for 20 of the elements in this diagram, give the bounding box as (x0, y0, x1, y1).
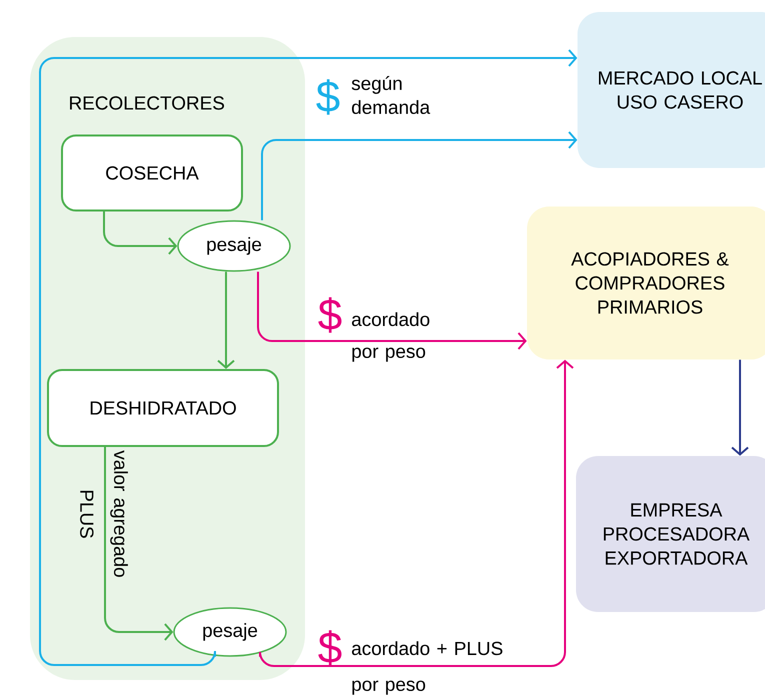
arrow (257, 272, 527, 350)
process-box: COSECHA (61, 134, 243, 212)
edge-label: según demanda (352, 76, 430, 114)
currency-sign: $ (316, 79, 340, 115)
destination-box: ACOPIADORES & COMPRADORES PRIMARIOS (527, 206, 765, 360)
arrow (104, 447, 174, 641)
edge-label: acordado + PLUS por peso (352, 641, 502, 695)
destination-box: EMPRESA PROCESADORA EXPORTADORA (576, 456, 765, 612)
currency-sign: $ (318, 630, 342, 666)
arrow (259, 360, 574, 667)
arrow (39, 49, 578, 666)
currency-sign: $ (318, 297, 342, 333)
edge-label: valor agregado PLUS (80, 450, 128, 577)
destination-box: MERCADO LOCAL USO CASERO (578, 12, 765, 168)
process-box: DESHIDRATADO (47, 369, 279, 447)
arrow (731, 360, 749, 456)
arrow (103, 212, 178, 255)
arrow (217, 272, 235, 369)
edge-label: acordado por peso (352, 312, 430, 362)
arrow (261, 131, 578, 220)
